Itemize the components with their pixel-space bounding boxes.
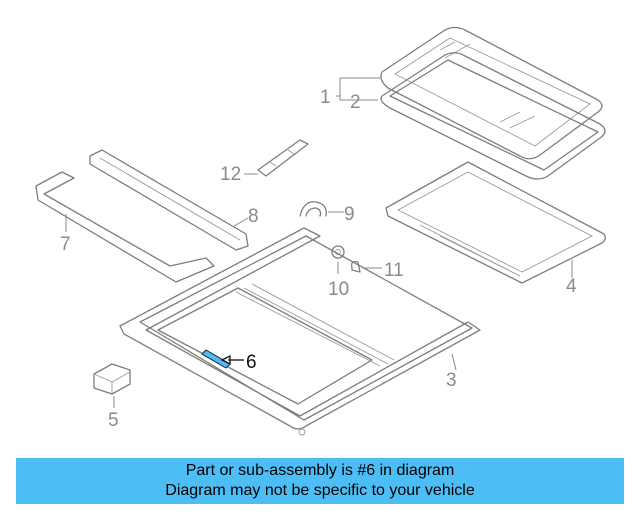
retaining-clip[interactable] [350, 260, 361, 273]
wind-deflector[interactable] [89, 149, 249, 251]
glass-seal[interactable] [380, 52, 606, 180]
sunshade[interactable] [385, 161, 606, 284]
drip-molding[interactable] [257, 139, 309, 177]
banner-line-1: Part or sub-assembly is #6 in diagram [185, 462, 455, 479]
callout-9: 9 [344, 204, 355, 225]
callout-6: 6 [246, 352, 257, 373]
callout-2: 2 [350, 92, 361, 113]
hook-clip[interactable] [299, 201, 327, 217]
glass-panel[interactable] [380, 26, 603, 160]
callout-5: 5 [108, 410, 119, 431]
callout-10: 10 [328, 279, 349, 300]
motor-bracket[interactable] [93, 363, 131, 395]
parts-diagram: 1 2 3 4 5 6 7 8 9 10 11 12 [35, 26, 606, 436]
callout-12: 12 [220, 164, 241, 185]
callout-11: 11 [384, 260, 404, 281]
banner-line-2: Diagram may not be specific to your vehi… [165, 482, 475, 499]
info-banner: Part or sub-assembly is #6 in diagram Di… [16, 458, 624, 504]
callout-7: 7 [60, 234, 71, 255]
sunroof-frame[interactable] [119, 227, 481, 436]
side-trim-left[interactable] [35, 171, 215, 283]
callout-3: 3 [446, 370, 457, 391]
callout-8: 8 [248, 206, 259, 227]
callout-1: 1 [320, 87, 331, 108]
callout-4: 4 [566, 276, 577, 297]
